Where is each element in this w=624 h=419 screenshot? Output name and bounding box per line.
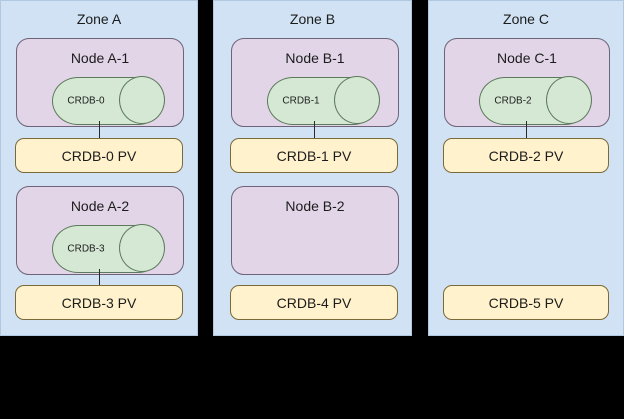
zone-a-title: Zone A (76, 11, 122, 27)
pv-crdb-2[interactable]: CRDB-2 PV (443, 138, 609, 173)
node-b-2-title: Node B-2 (285, 198, 345, 214)
node-a-2[interactable]: Node A-2 CRDB-3 (16, 186, 184, 275)
pod-crdb-3-cap (119, 224, 165, 272)
node-a-2-title: Node A-2 (70, 198, 130, 214)
pod-crdb-3-label: CRDB-3 (67, 243, 105, 255)
pod-crdb-0[interactable]: CRDB-0 (52, 76, 165, 125)
zone-c-container: Zone C Node C-1 CRDB-2 CRDB-2 PV CRDB-5 … (428, 0, 624, 336)
node-b-2[interactable]: Node B-2 (231, 186, 399, 275)
node-c-1-title: Node C-1 (497, 50, 557, 66)
connector-node-a-1-to-crdb-0-pv (99, 121, 100, 138)
pod-crdb-3[interactable]: CRDB-3 (52, 224, 165, 273)
pv-crdb-1[interactable]: CRDB-1 PV (230, 138, 398, 173)
pv-crdb-5[interactable]: CRDB-5 PV (443, 285, 609, 320)
zone-b-title: Zone B (289, 11, 336, 27)
pod-crdb-1-label: CRDB-1 (282, 95, 320, 107)
pod-crdb-1-cap (334, 76, 380, 124)
pod-crdb-2-cap (546, 76, 592, 124)
zone-a-container: Zone A Node A-1 CRDB-0 CRDB-0 PV Node A-… (0, 0, 198, 336)
zone-c-title: Zone C (503, 11, 549, 27)
pod-crdb-2-label: CRDB-2 (494, 95, 532, 107)
connector-node-a-2-to-crdb-3-pv (99, 269, 100, 285)
pv-crdb-0[interactable]: CRDB-0 PV (15, 138, 183, 173)
pod-crdb-1[interactable]: CRDB-1 (267, 76, 380, 125)
node-a-1-title: Node A-1 (70, 50, 130, 66)
pv-crdb-3[interactable]: CRDB-3 PV (15, 285, 183, 320)
node-b-1[interactable]: Node B-1 CRDB-1 (231, 38, 399, 127)
node-b-1-title: Node B-1 (285, 50, 345, 66)
pod-crdb-2[interactable]: CRDB-2 (479, 76, 592, 125)
node-c-1[interactable]: Node C-1 CRDB-2 (444, 38, 610, 127)
pv-crdb-4[interactable]: CRDB-4 PV (230, 285, 398, 320)
pod-crdb-0-label: CRDB-0 (67, 95, 105, 107)
zone-b-container: Zone B Node B-1 CRDB-1 CRDB-1 PV Node B-… (213, 0, 412, 336)
connector-node-b-1-to-crdb-1-pv (314, 121, 315, 138)
connector-node-c-1-to-crdb-2-pv (526, 121, 527, 138)
node-a-1[interactable]: Node A-1 CRDB-0 (16, 38, 184, 127)
pod-crdb-0-cap (119, 76, 165, 124)
